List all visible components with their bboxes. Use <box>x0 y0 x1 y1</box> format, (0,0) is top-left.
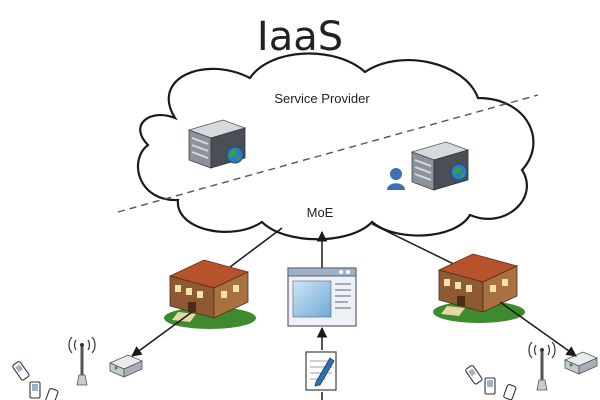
mobile-phone-icon <box>503 384 517 400</box>
globe-icon <box>450 163 468 181</box>
pda-icon <box>29 381 41 399</box>
right-router-arrow <box>499 301 577 357</box>
router-icon <box>564 351 598 375</box>
mobile-phone-icon <box>12 361 30 381</box>
left-router-arrow <box>131 311 193 357</box>
service-provider-label: Service Provider <box>274 91 370 106</box>
browser-window-icon <box>287 267 357 327</box>
mobile-phone-icon <box>45 388 59 400</box>
moe-label: MoE <box>307 205 334 220</box>
building-icon <box>433 253 525 323</box>
globe-icon <box>226 146 244 164</box>
user-icon <box>387 168 405 190</box>
router-icon <box>109 354 143 378</box>
building-icon <box>164 259 256 329</box>
document-edit-icon <box>305 351 337 391</box>
wireless-antenna-icon <box>528 341 556 391</box>
wireless-antenna-icon <box>68 336 96 386</box>
pda-icon <box>484 377 496 395</box>
mobile-phone-icon <box>465 365 483 385</box>
diagram-title: IaaS <box>257 14 343 60</box>
dashed-divider <box>117 94 539 213</box>
